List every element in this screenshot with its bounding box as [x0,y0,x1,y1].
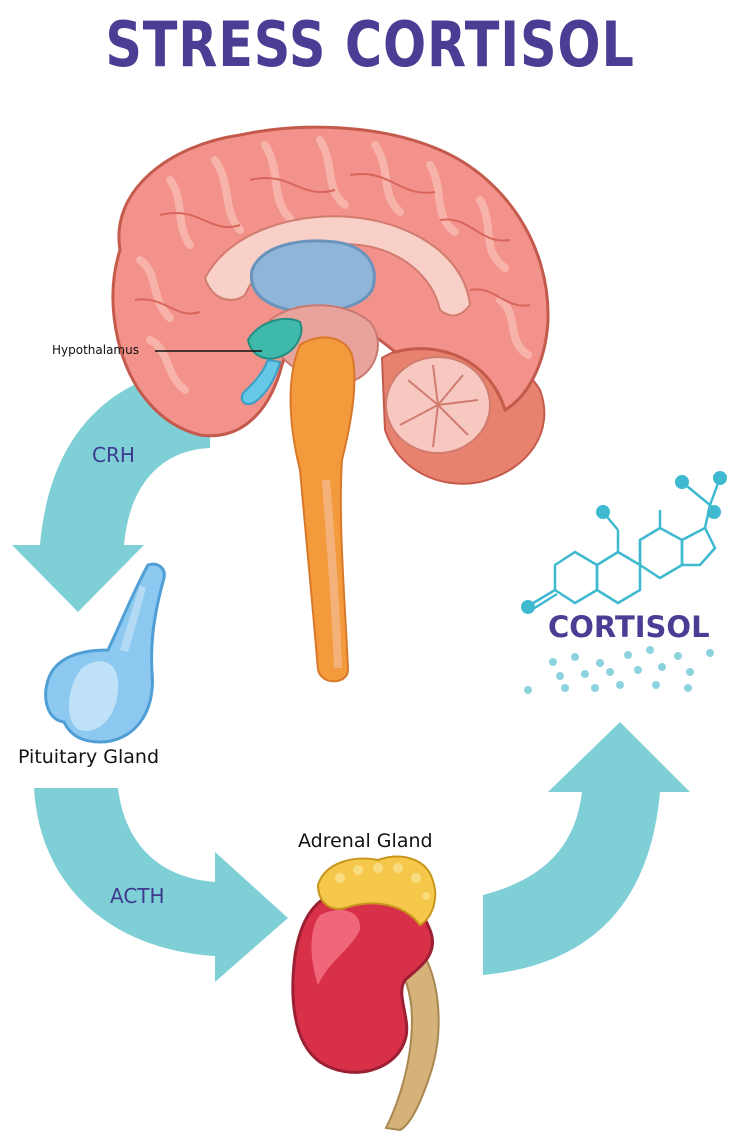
acth-label: ACTH [110,884,165,908]
adrenal-label: Adrenal Gland [298,830,433,852]
crh-arrow [12,365,210,612]
page-title: STRESS CORTISOL [105,8,635,81]
hypothalamus [246,317,303,360]
pituitary-label: Pituitary Gland [18,746,160,768]
brain-illustration [111,125,550,683]
pituitary-gland-illustration [44,562,166,744]
hypothalamus-label: Hypothalamus [52,343,139,357]
cortisol-particles [524,646,714,694]
adrenal-kidney-illustration [291,855,440,1132]
cortisol-arrow [483,722,690,975]
ventricle [249,239,376,314]
adrenal-gland [316,855,437,927]
cortisol-label: CORTISOL [548,610,710,644]
cortisol-molecule-icon [521,471,727,614]
brainstem [289,336,356,683]
acth-arrow [34,788,288,982]
crh-label: CRH [92,443,135,467]
